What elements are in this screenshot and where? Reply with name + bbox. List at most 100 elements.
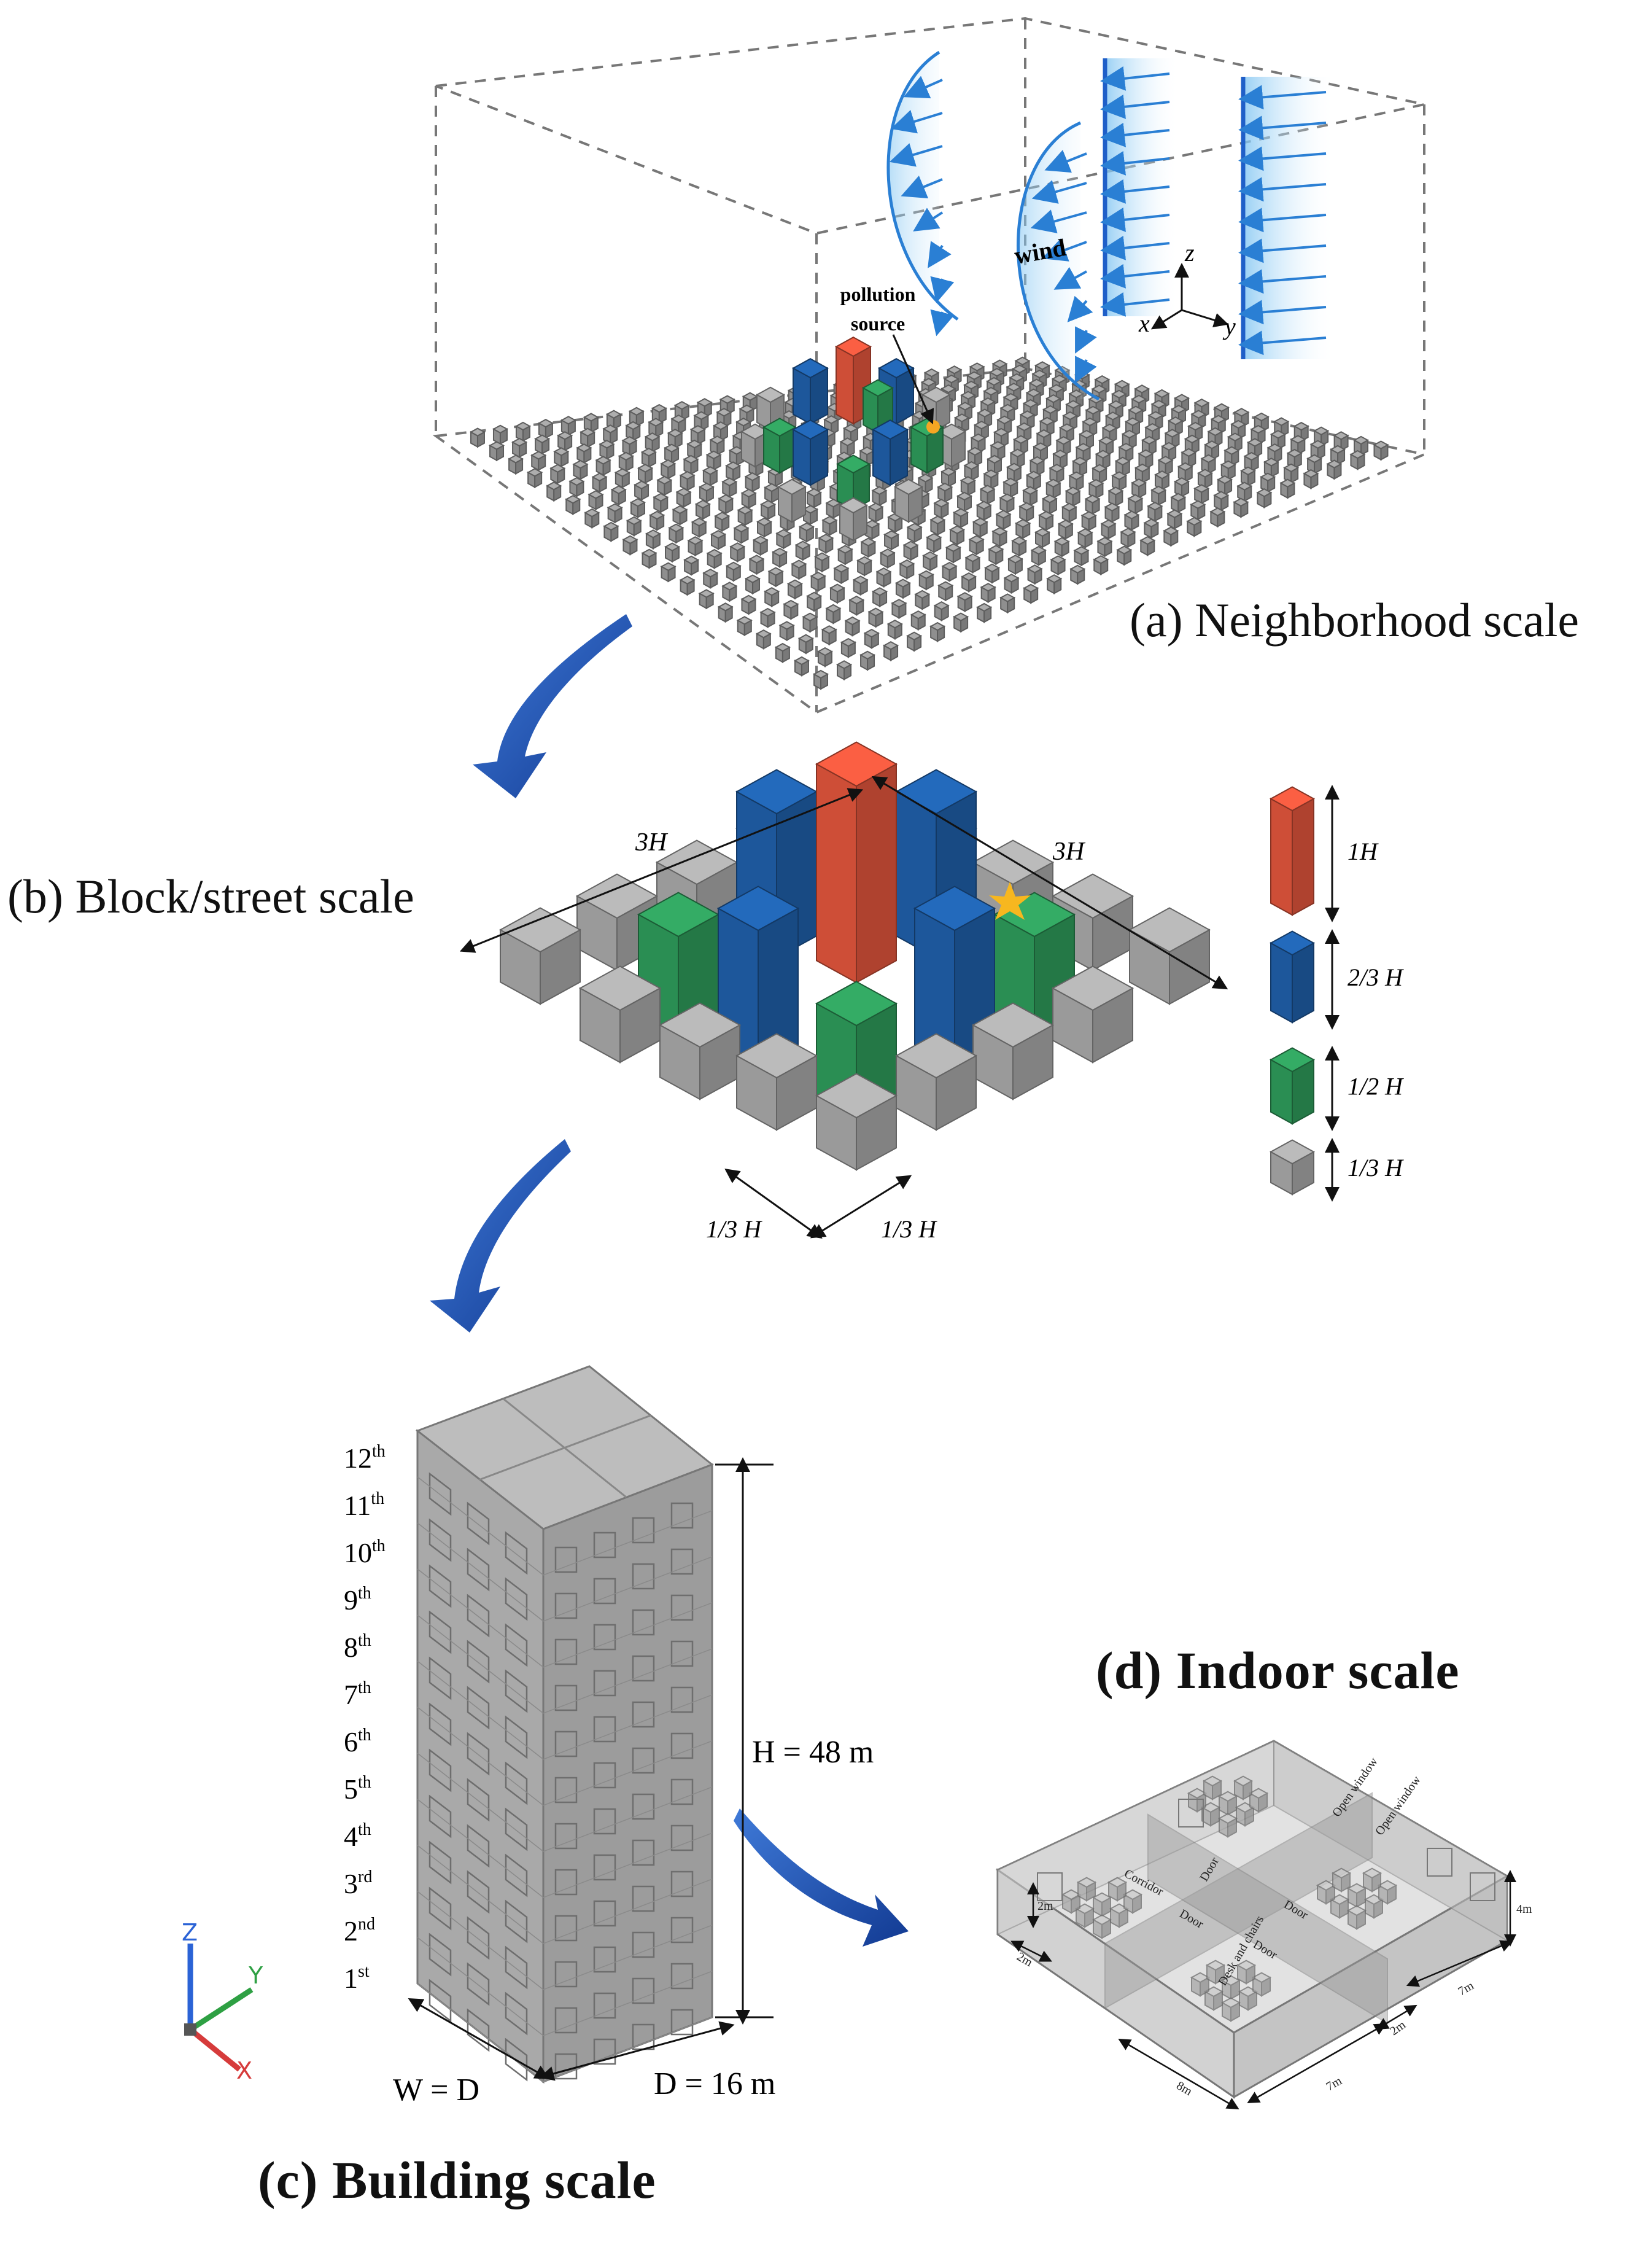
- desk-chair: [1200, 1802, 1221, 1827]
- ground-cube: [1080, 511, 1097, 532]
- ground-cube: [767, 567, 784, 588]
- desk-chair: [1202, 1775, 1223, 1800]
- ground-cube: [1213, 491, 1230, 512]
- ground-cube: [679, 575, 696, 596]
- ground-cube: [852, 575, 869, 596]
- ground-cube: [534, 434, 551, 455]
- block-building: [735, 1033, 818, 1131]
- ground-cube: [883, 641, 899, 661]
- ground-cube: [725, 561, 742, 582]
- ground-cube: [1303, 469, 1319, 489]
- ground-cube: [557, 431, 573, 451]
- ground-cube: [844, 616, 861, 637]
- ground-cube: [656, 475, 673, 496]
- legend-label: 1H: [1348, 838, 1379, 865]
- ground-cube: [1084, 494, 1101, 515]
- block-pollution-star: [989, 882, 1031, 920]
- desk-chair: [1331, 1867, 1352, 1893]
- ground-cube: [1088, 478, 1104, 499]
- ground-cube: [718, 494, 734, 515]
- ground-cube: [1030, 545, 1047, 566]
- ground-cube: [1034, 361, 1051, 382]
- ground-cube: [988, 545, 1004, 566]
- desk-chair: [1316, 1880, 1336, 1905]
- desk-chair: [1238, 1986, 1258, 2011]
- desk-chair: [1190, 1972, 1211, 1997]
- ground-cube: [1143, 518, 1160, 539]
- ground-cube: [842, 424, 859, 445]
- ground-cube: [867, 502, 884, 523]
- xyz-axis-icon: [184, 1944, 254, 2072]
- ground-cube: [626, 516, 642, 537]
- ground-cube: [1034, 527, 1051, 548]
- desk-chair: [1377, 1880, 1398, 1905]
- legend-swatch: [1269, 1139, 1316, 1196]
- block-building: [578, 965, 662, 1064]
- ground-cube: [1007, 555, 1024, 575]
- floor-label: 7th: [344, 1678, 371, 1710]
- axis-y-label: y: [1222, 313, 1236, 340]
- ground-cube: [863, 628, 880, 649]
- ground-cube: [1077, 528, 1093, 549]
- ground-cube: [576, 443, 592, 464]
- axis-x-label: x: [1138, 309, 1150, 337]
- ground-cube: [948, 525, 966, 546]
- ground-cube: [794, 540, 811, 561]
- floor-label: 5th: [344, 1773, 371, 1805]
- ground-cube: [999, 493, 1015, 514]
- ground-cube: [702, 466, 718, 487]
- block-building: [815, 741, 898, 984]
- floor-label: 1st: [344, 1962, 370, 1994]
- ground-cube: [1373, 440, 1389, 461]
- ground-cube: [891, 599, 907, 619]
- ground-cube: [683, 555, 700, 576]
- ground-cube: [1041, 494, 1058, 515]
- ground-cube: [640, 448, 657, 468]
- ground-cube: [1256, 488, 1273, 509]
- desk-chair: [1236, 1960, 1257, 1985]
- ground-cube: [1003, 574, 1020, 594]
- ground-cube: [821, 515, 838, 536]
- ground-cube: [929, 515, 946, 536]
- ground-cube: [1050, 555, 1066, 576]
- block-scale-model: [498, 741, 1211, 1171]
- center-building: [777, 478, 807, 523]
- height-label: H = 48 m: [752, 1735, 874, 1770]
- ground-cube: [618, 451, 634, 472]
- ground-cube: [864, 520, 880, 540]
- ground-cube: [802, 505, 819, 526]
- ground-cube: [945, 543, 961, 564]
- floor-label: 10th: [344, 1536, 386, 1568]
- ground-cube: [514, 421, 532, 442]
- ground-cube: [664, 542, 681, 563]
- ground-cube: [1057, 519, 1074, 540]
- ground-cube: [1186, 516, 1203, 537]
- ground-cube: [956, 592, 973, 612]
- ground-cube: [1233, 497, 1249, 518]
- ground-cube: [933, 499, 950, 520]
- ground-cube: [568, 477, 585, 497]
- block-building: [894, 1033, 978, 1131]
- ground-cube: [717, 602, 734, 623]
- study-block-array: [740, 337, 967, 542]
- ground-cube: [511, 437, 528, 458]
- ground-cube: [839, 437, 856, 458]
- ground-cube: [937, 483, 953, 503]
- ground-cube: [1100, 519, 1117, 540]
- ground-cube: [883, 530, 900, 551]
- ground-cube: [572, 459, 589, 480]
- ground-cube: [664, 443, 680, 464]
- ground-cube: [1209, 507, 1226, 528]
- ground-cube: [963, 461, 980, 481]
- ground-cube: [813, 552, 831, 573]
- ground-cube: [634, 480, 650, 501]
- building-model: [415, 1365, 714, 2084]
- ground-cube: [602, 424, 619, 445]
- ground-cube: [1107, 486, 1124, 507]
- floor-label: 8th: [344, 1631, 371, 1663]
- ground-cube: [775, 529, 792, 550]
- desk-chair: [1122, 1889, 1143, 1914]
- ground-cube: [1174, 477, 1190, 498]
- ground-cube: [508, 454, 524, 475]
